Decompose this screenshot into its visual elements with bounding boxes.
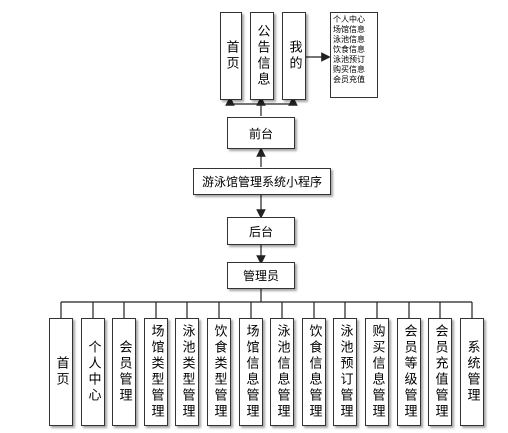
my-submenu-item: 场馆信息 bbox=[333, 25, 365, 34]
admin-module: 泳池信息管理 bbox=[270, 318, 294, 426]
system-node: 游泳馆管理系统小程序 bbox=[193, 168, 331, 195]
admin-module: 泳池预订管理 bbox=[333, 318, 357, 426]
admin-module-label: 系统管理 bbox=[464, 340, 480, 404]
my-submenu-item: 会员充值 bbox=[333, 75, 365, 84]
admin-module: 会员管理 bbox=[112, 318, 136, 426]
admin-module: 场馆类型管理 bbox=[144, 318, 168, 426]
admin-node-label: 管理员 bbox=[242, 269, 279, 283]
admin-module: 个人中心 bbox=[81, 318, 105, 426]
frontend-page-notice-label: 公告信息 bbox=[254, 24, 270, 88]
admin-module-label: 泳池预订管理 bbox=[337, 324, 353, 420]
admin-module-label: 会员等级管理 bbox=[401, 324, 417, 420]
admin-module-label: 泳池类型管理 bbox=[179, 324, 195, 420]
admin-module: 购买信息管理 bbox=[365, 318, 389, 426]
my-submenu-item: 泳池预订 bbox=[333, 55, 365, 64]
admin-module-label: 泳池信息管理 bbox=[274, 324, 290, 420]
backend-node: 后台 bbox=[227, 217, 295, 245]
my-submenu: 个人中心 场馆信息 泳池信息 饮食信息 泳池预订 购买信息 会员充值 bbox=[330, 12, 378, 98]
admin-module-label: 场馆信息管理 bbox=[243, 324, 259, 420]
admin-module-label: 会员充值管理 bbox=[432, 324, 448, 420]
admin-module: 场馆信息管理 bbox=[239, 318, 263, 426]
admin-module: 首页 bbox=[49, 318, 73, 426]
admin-module: 会员充值管理 bbox=[428, 318, 452, 426]
my-submenu-item: 饮食信息 bbox=[333, 45, 365, 54]
admin-module: 泳池类型管理 bbox=[175, 318, 199, 426]
my-submenu-item: 购买信息 bbox=[333, 65, 365, 74]
frontend-node-label: 前台 bbox=[248, 126, 273, 141]
system-node-label: 游泳馆管理系统小程序 bbox=[201, 175, 322, 189]
my-submenu-item: 泳池信息 bbox=[333, 35, 365, 44]
admin-module: 饮食类型管理 bbox=[207, 318, 231, 426]
admin-module-label: 购买信息管理 bbox=[369, 324, 385, 420]
admin-module-label: 场馆类型管理 bbox=[148, 324, 164, 420]
frontend-page-notice: 公告信息 bbox=[250, 12, 274, 100]
admin-module-label: 会员管理 bbox=[116, 340, 132, 404]
admin-node: 管理员 bbox=[227, 262, 295, 289]
admin-module: 会员等级管理 bbox=[397, 318, 421, 426]
admin-module-label: 首页 bbox=[53, 356, 69, 388]
admin-module-label: 饮食类型管理 bbox=[211, 324, 227, 420]
frontend-page-home-label: 首页 bbox=[223, 40, 239, 72]
admin-module-label: 个人中心 bbox=[85, 340, 101, 404]
admin-module: 饮食信息管理 bbox=[302, 318, 326, 426]
frontend-page-home: 首页 bbox=[220, 12, 242, 100]
frontend-page-mine: 我的 bbox=[282, 12, 306, 100]
admin-module-label: 饮食信息管理 bbox=[306, 324, 322, 420]
my-submenu-item: 个人中心 bbox=[333, 15, 365, 24]
frontend-page-mine-label: 我的 bbox=[286, 40, 302, 72]
frontend-node: 前台 bbox=[227, 117, 295, 149]
backend-node-label: 后台 bbox=[248, 224, 273, 239]
admin-module: 系统管理 bbox=[460, 318, 484, 426]
